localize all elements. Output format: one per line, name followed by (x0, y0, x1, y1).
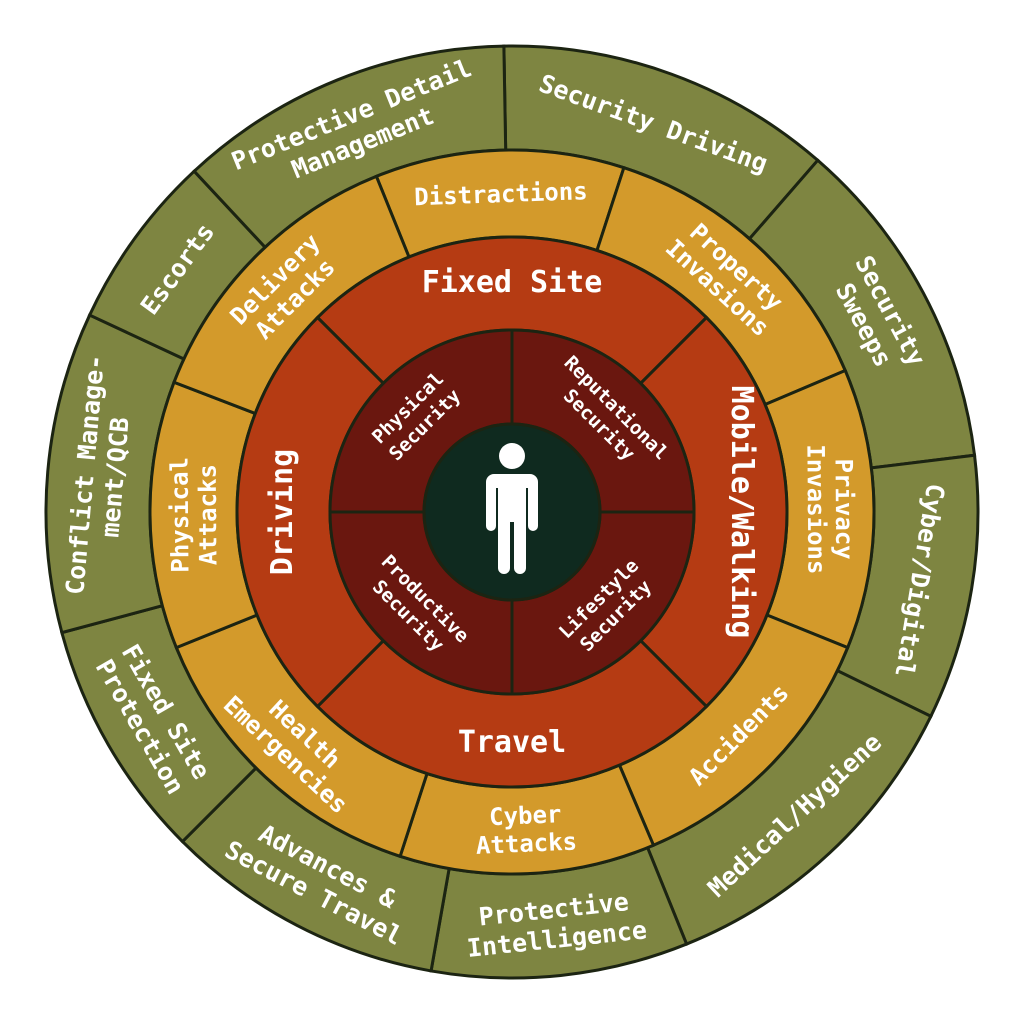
segment-label: PrivacyInvasions (801, 444, 858, 575)
inner-ring-segment: ReputationalSecurity (510, 328, 696, 514)
segment-label: Fixed Site (422, 265, 603, 300)
segment-label-line: Cyber (489, 800, 562, 831)
threat-ring-segment: PhysicalAttacks (148, 380, 259, 650)
segment-label-line: Travel (458, 725, 566, 760)
segment-label-line: Invasions (801, 444, 830, 574)
inner-ring-segment: ProductiveSecurity (328, 510, 514, 696)
segment-label: Driving (265, 449, 300, 575)
segment-label: Distractions (414, 177, 588, 211)
service-ring-segment: Conflict Manage-ment/QCB (44, 313, 186, 635)
segment-label-line: Attacks (194, 464, 223, 565)
segment-label-line: Mobile/Walking (725, 386, 760, 639)
segment-label-line: Privacy (830, 458, 859, 559)
service-ring-segment: ProtectiveIntelligence (429, 845, 689, 980)
segment-label-line: Attacks (475, 827, 577, 859)
segment-label: PhysicalAttacks (166, 457, 223, 573)
threat-ring-segment: CyberAttacks (398, 763, 656, 876)
segment-label-line: Distractions (414, 177, 588, 211)
middle-ring-segment: Mobile/Walking (638, 315, 789, 709)
service-ring-segment: SecuritySweeps (747, 158, 977, 470)
segment-label-line: Fixed Site (422, 265, 603, 300)
segment-label: Mobile/Walking (725, 386, 760, 639)
segment-label: CyberAttacks (474, 800, 578, 860)
segment-label-line: Driving (265, 449, 300, 575)
segment-label-line: Physical (166, 457, 195, 573)
segment-label: Travel (458, 725, 566, 760)
person-icon (486, 443, 538, 574)
threat-ring-segment: DeliveryAttacks (172, 174, 411, 416)
threat-ring-segment: HealthEmergencies (174, 613, 429, 859)
